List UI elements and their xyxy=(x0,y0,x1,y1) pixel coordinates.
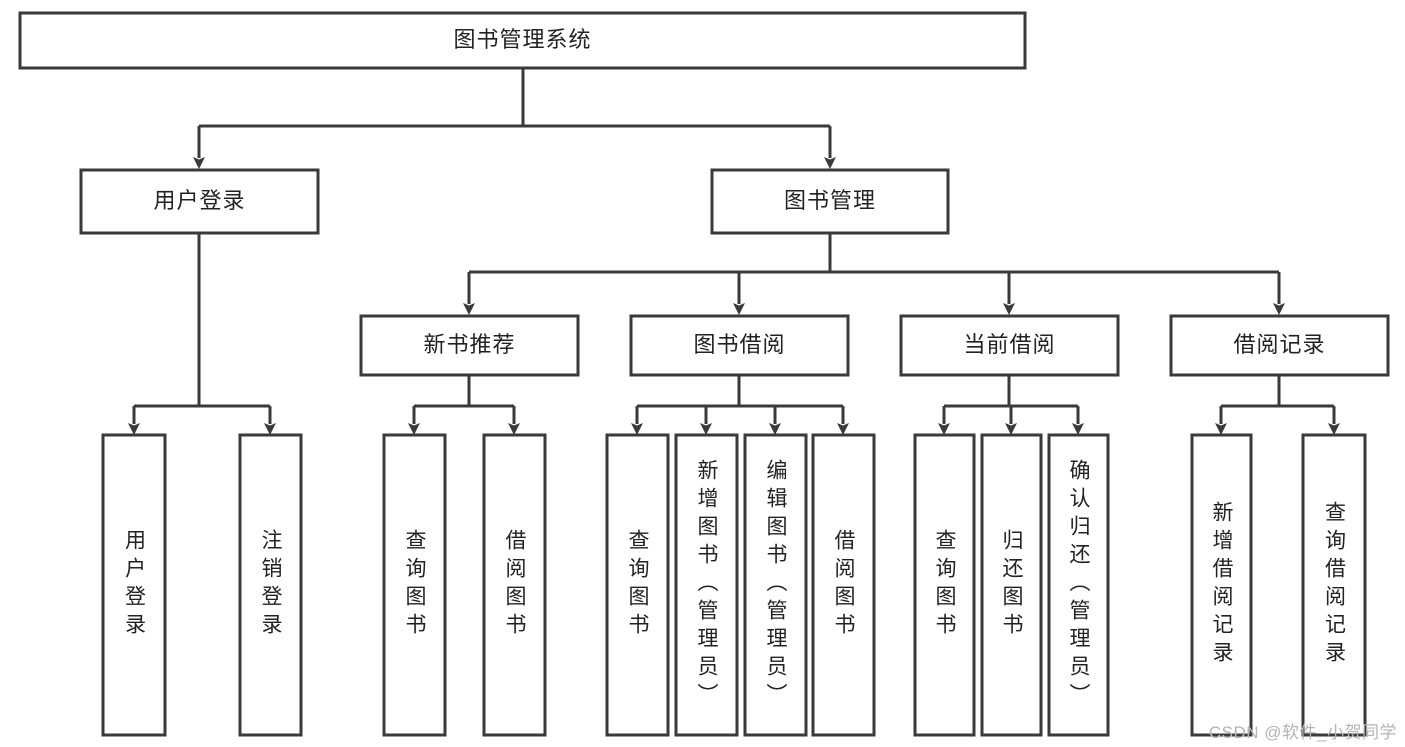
node-box-leaf-user-logout[interactable] xyxy=(238,433,303,737)
node-box-leaf-add-book[interactable] xyxy=(674,433,739,737)
node-box-leaf-return-book[interactable] xyxy=(980,433,1043,737)
node-box-root[interactable] xyxy=(18,11,1027,70)
node-box-user-login[interactable] xyxy=(79,168,320,235)
node-box-leaf-query-book-2[interactable] xyxy=(605,433,670,737)
node-box-leaf-edit-book[interactable] xyxy=(743,433,808,737)
node-box-leaf-borrow-book-1[interactable] xyxy=(482,433,547,737)
node-box-book-borrow[interactable] xyxy=(629,314,850,377)
node-box-leaf-query-record[interactable] xyxy=(1301,433,1367,737)
node-box-leaf-confirm-return[interactable] xyxy=(1047,433,1110,737)
node-box-book-manage[interactable] xyxy=(710,168,950,235)
node-box-leaf-query-book-3[interactable] xyxy=(913,433,976,737)
node-box-leaf-query-book-1[interactable] xyxy=(382,433,447,737)
node-box-leaf-add-record[interactable] xyxy=(1190,433,1253,737)
node-box-current-borrow[interactable] xyxy=(899,314,1120,377)
node-box-borrow-record[interactable] xyxy=(1169,314,1390,377)
node-box-leaf-user-login[interactable] xyxy=(101,433,167,737)
node-box-new-book-rec[interactable] xyxy=(359,314,580,377)
node-box-leaf-borrow-book-2[interactable] xyxy=(811,433,876,737)
